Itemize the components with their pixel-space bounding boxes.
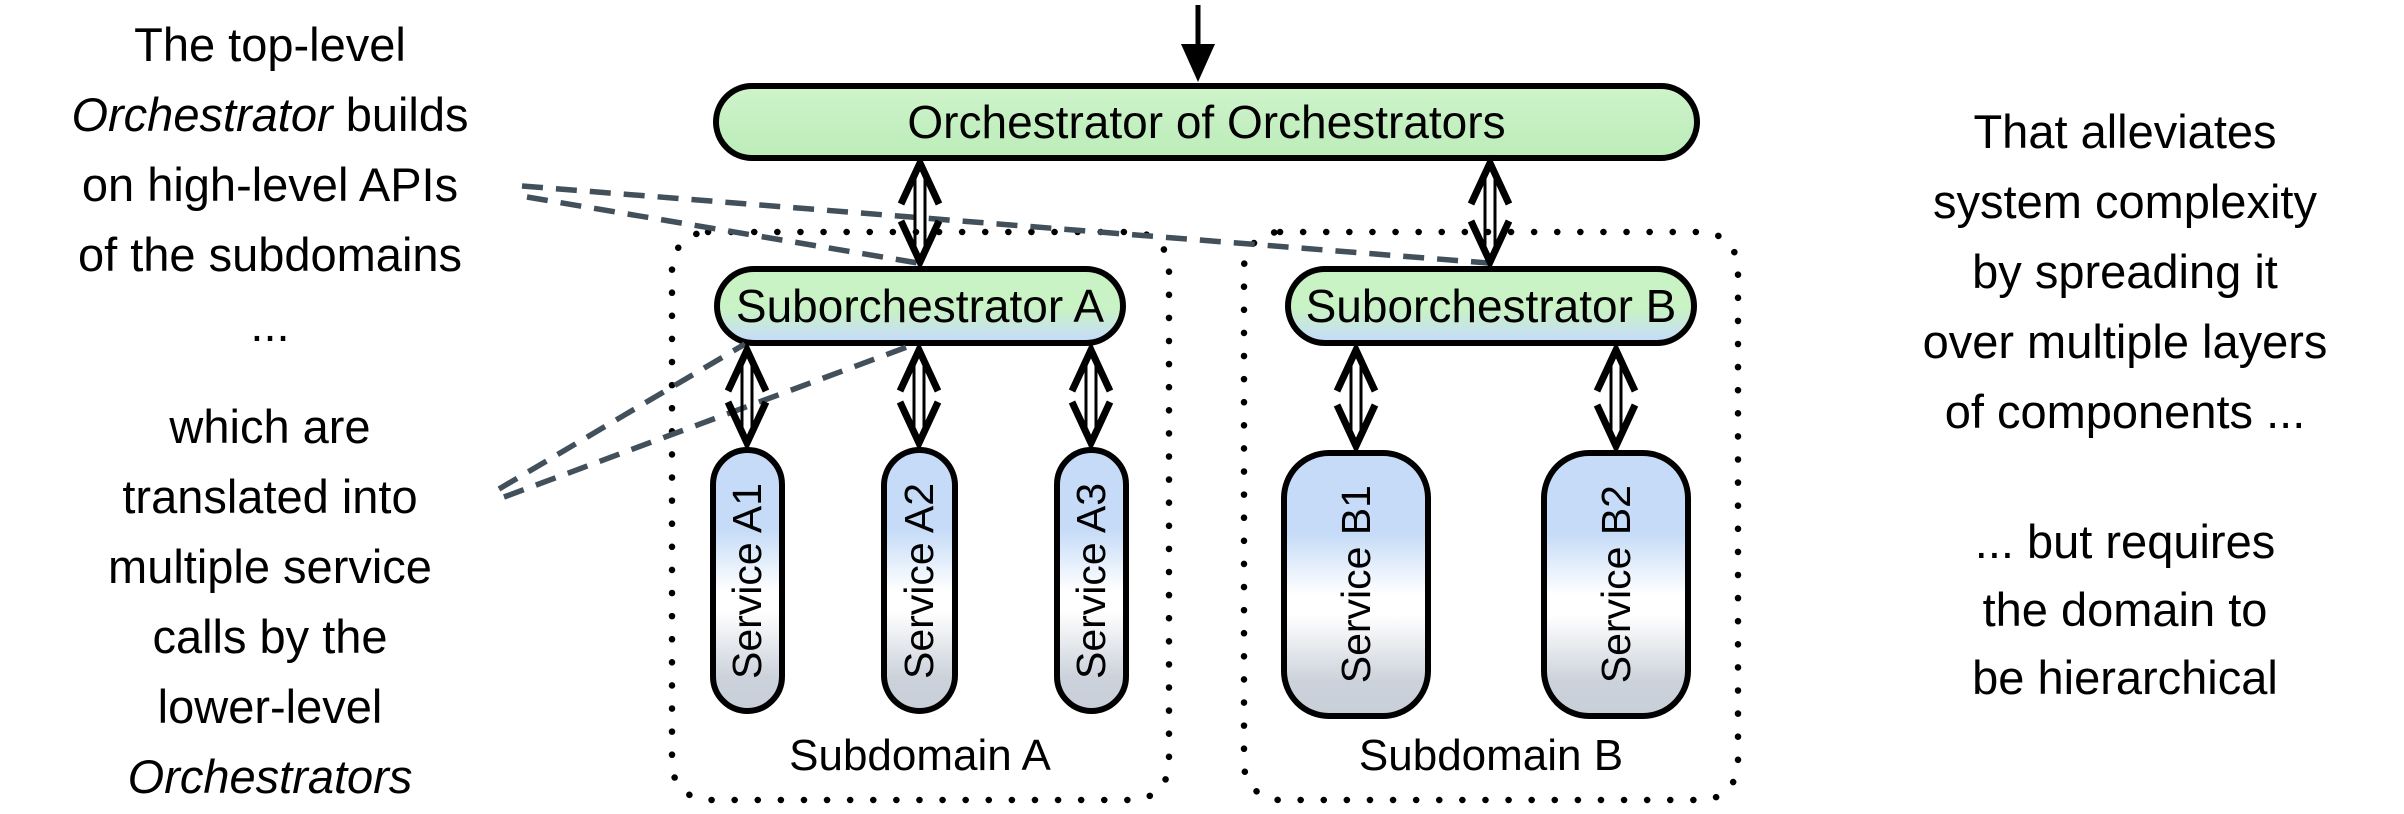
service-a1-box: Service A1 xyxy=(710,447,785,714)
left-note-bottom: which are translated into multiple servi… xyxy=(0,392,540,812)
double-arrow-orch-suborch-a-icon xyxy=(897,154,943,271)
double-arrow-orch-suborch-b-icon xyxy=(1467,154,1513,271)
service-a3-label: Service A3 xyxy=(1068,482,1114,679)
left-note-italic-word: Orchestrator xyxy=(71,88,333,141)
right-note-line: system complexity xyxy=(1933,175,2317,228)
double-arrow-suborch-a-service-a3-icon xyxy=(1068,341,1114,452)
right-note-line: of components ... xyxy=(1944,385,2306,438)
left-note-line: multiple service xyxy=(108,540,432,593)
service-a2-label: Service A2 xyxy=(896,482,942,679)
suborchestrator-a-box: Suborchestrator A xyxy=(714,266,1126,346)
right-note-line: the domain to xyxy=(1982,583,2268,636)
dashed-callout-line-apis-to-suborch-a xyxy=(526,194,919,266)
service-b2-box: Service B2 xyxy=(1541,450,1691,719)
suborchestrator-b-label: Suborchestrator B xyxy=(1305,280,1677,332)
service-a1-label: Service A1 xyxy=(724,482,770,679)
down-arrow-icon xyxy=(1181,5,1215,82)
orchestrator-box: Orchestrator of Orchestrators xyxy=(713,83,1700,161)
service-b1-label: Service B1 xyxy=(1332,485,1379,684)
right-note-line: ... but requires xyxy=(1974,515,2276,568)
left-note-line: The top-level xyxy=(134,18,406,71)
service-b2-label: Service B2 xyxy=(1592,485,1639,684)
right-note-line: over multiple layers xyxy=(1922,315,2328,368)
service-a2-box: Service A2 xyxy=(881,447,958,714)
right-note-top: That alleviates system complexity by spr… xyxy=(1860,97,2390,447)
left-note-line: translated into xyxy=(122,470,418,523)
subdomain-b-label: Subdomain B xyxy=(1358,731,1624,780)
double-arrow-suborch-b-service-b2-icon xyxy=(1593,341,1639,455)
double-arrow-suborch-a-service-a1-icon xyxy=(724,341,770,452)
suborchestrator-b-box: Suborchestrator B xyxy=(1285,266,1697,346)
right-note-bottom: ... but requires the domain to be hierar… xyxy=(1860,508,2390,712)
right-note-line: by spreading it xyxy=(1972,245,2278,298)
service-a3-box: Service A3 xyxy=(1054,447,1129,714)
left-note-line: lower-level xyxy=(157,680,383,733)
left-note-line: calls by the xyxy=(152,610,388,663)
left-note-line: on high-level APIs xyxy=(81,158,459,211)
subdomain-a-label: Subdomain A xyxy=(789,731,1051,780)
left-note-line: which are xyxy=(169,400,371,453)
double-arrow-suborch-b-service-b1-icon xyxy=(1333,341,1379,455)
right-note-line: That alleviates xyxy=(1973,105,2277,158)
left-note-line: of the subdomains xyxy=(77,228,463,281)
suborchestrator-a-label: Suborchestrator A xyxy=(735,280,1105,332)
left-note-italic-word: Orchestrators xyxy=(127,750,413,803)
left-note-top: The top-level Orchestrator builds on hig… xyxy=(0,10,540,360)
orchestrator-label: Orchestrator of Orchestrators xyxy=(907,96,1506,148)
left-note-line: ... xyxy=(250,298,290,351)
left-note-line: Orchestrator builds xyxy=(71,88,469,141)
dashed-callout-line-apis-to-suborch-b xyxy=(521,183,1489,266)
right-note-line: be hierarchical xyxy=(1972,651,2278,704)
dashed-callout-line-calls-to-service-a2-link xyxy=(503,341,916,500)
double-arrow-suborch-a-service-a2-icon xyxy=(896,341,942,452)
service-b1-box: Service B1 xyxy=(1281,450,1431,719)
